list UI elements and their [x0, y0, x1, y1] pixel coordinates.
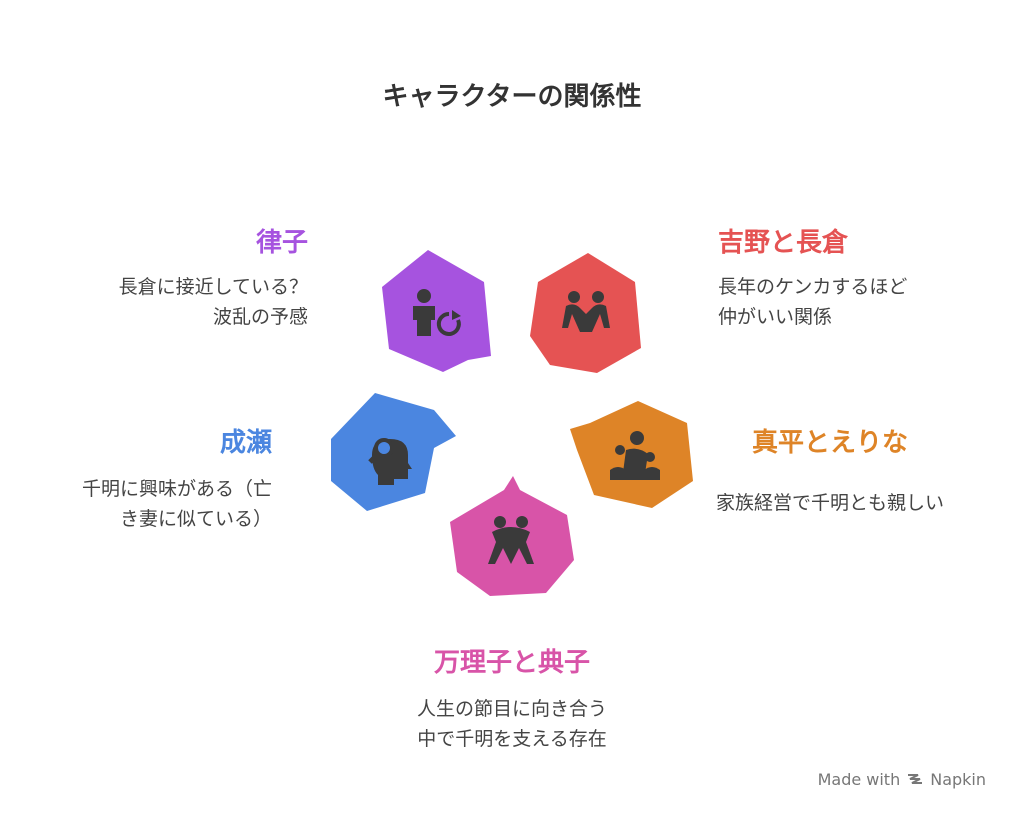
node-desc-line: 仲がいい関係: [718, 306, 833, 328]
people-embracing-icon: [488, 516, 534, 564]
head-with-magnifier-icon: [368, 438, 412, 485]
node-title-mariko-noriko: 万理子と典子: [433, 648, 590, 678]
node-desc-line: 中で千明を支える存在: [417, 728, 607, 750]
diagram-title: キャラクターの関係性: [382, 82, 642, 112]
node-shape-ritsuko: [382, 250, 491, 372]
node-desc-line: き妻に似ている）: [119, 508, 272, 530]
node-desc-shinpei-erina: 家族経営で千明とも親しい: [716, 488, 944, 518]
node-shape-mariko-noriko: [450, 476, 574, 596]
node-desc-narise: 千明に興味がある（亡 き妻に似ている）: [82, 474, 272, 534]
node-desc-line: 千明に興味がある（亡: [81, 478, 272, 500]
node-desc-yoshino-nagakura: 長年のケンカするほど 仲がいい関係: [718, 272, 907, 332]
family-icon: [610, 431, 660, 480]
person-with-refresh-icon: [413, 289, 461, 336]
node-shape-narise: [331, 393, 456, 511]
node-desc-line: 波乱の予感: [212, 306, 308, 328]
node-title-ritsuko: 律子: [255, 228, 308, 258]
made-with-napkin: Made with Napkin: [818, 770, 986, 789]
node-desc-ritsuko: 長倉に接近している？ 波乱の予感: [119, 272, 308, 332]
node-title-yoshino-nagakura: 吉野と長倉: [718, 228, 849, 258]
node-shape-yoshino-nagakura: [530, 253, 641, 373]
node-shape-shinpei-erina: [570, 401, 693, 508]
node-desc-line: 人生の節目に向き合う: [416, 698, 607, 720]
node-desc-line: 長倉に接近している？: [118, 276, 308, 298]
made-with-label: Made with: [817, 770, 901, 789]
node-desc-line: 家族経営で千明とも親しい: [716, 492, 945, 514]
node-title-shinpei-erina: 真平とえりな: [752, 428, 909, 458]
node-desc-mariko-noriko: 人生の節目に向き合う 中で千明を支える存在: [362, 694, 662, 754]
napkin-logo-icon: [908, 773, 923, 784]
brand-name: Napkin: [930, 770, 986, 789]
two-people-facing-icon: [562, 291, 610, 332]
node-desc-line: 長年のケンカするほど: [718, 276, 908, 298]
node-title-narise: 成瀬: [219, 428, 272, 458]
